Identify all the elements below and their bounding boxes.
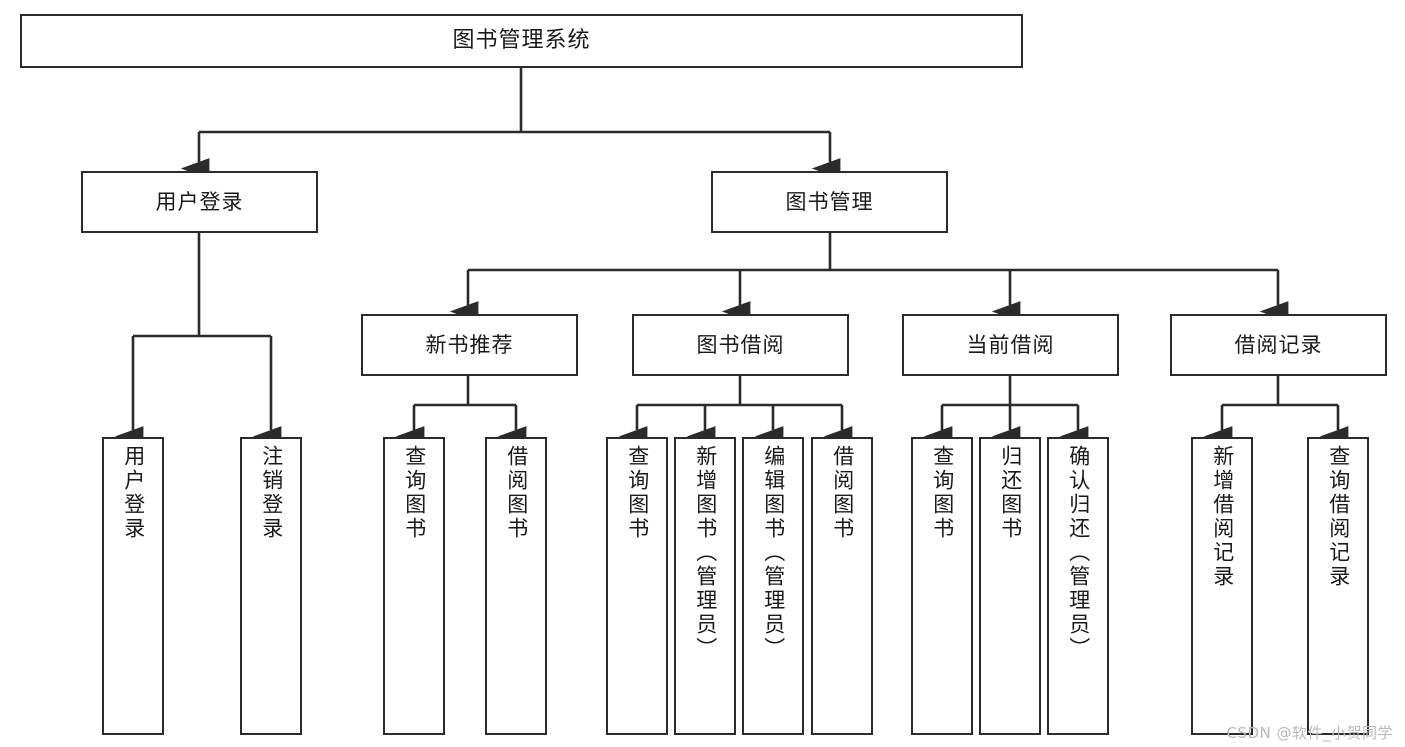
- leaf-recommend-query-book-label: 查询图书: [402, 445, 427, 541]
- node-new-book-recommend[interactable]: 新书推荐: [361, 314, 578, 376]
- leaf-current-return-book[interactable]: 归还图书: [979, 437, 1041, 735]
- node-current-borrow[interactable]: 当前借阅: [902, 314, 1119, 376]
- node-root-label: 图书管理系统: [452, 28, 591, 54]
- leaf-recommend-borrow-book[interactable]: 借阅图书: [485, 437, 547, 735]
- node-user-login[interactable]: 用户登录: [81, 171, 318, 233]
- leaf-borrow-add-book-label: 新增图书（管理员）: [693, 445, 718, 661]
- leaf-user-login-signout[interactable]: 注销登录: [240, 437, 302, 735]
- node-book-management[interactable]: 图书管理: [711, 171, 948, 233]
- node-root[interactable]: 图书管理系统: [20, 14, 1023, 68]
- leaf-record-query-record-label: 查询借阅记录: [1326, 445, 1351, 589]
- leaf-record-query-record[interactable]: 查询借阅记录: [1307, 437, 1369, 735]
- leaf-borrow-query-book[interactable]: 查询图书: [606, 437, 668, 735]
- leaf-user-login-signout-label: 注销登录: [259, 445, 284, 541]
- node-borrow-record-label: 借阅记录: [1234, 332, 1323, 357]
- node-new-book-recommend-label: 新书推荐: [425, 332, 514, 357]
- leaf-borrow-borrow-book[interactable]: 借阅图书: [811, 437, 873, 735]
- leaf-recommend-borrow-book-label: 借阅图书: [504, 445, 529, 541]
- node-book-management-label: 图书管理: [785, 189, 874, 214]
- leaf-current-confirm-return-label: 确认归还（管理员）: [1066, 445, 1091, 661]
- node-current-borrow-label: 当前借阅: [966, 332, 1055, 357]
- leaf-current-query-book[interactable]: 查询图书: [911, 437, 973, 735]
- leaf-borrow-edit-book-label: 编辑图书（管理员）: [761, 445, 786, 661]
- node-book-borrow-label: 图书借阅: [696, 332, 785, 357]
- leaf-user-login-signin[interactable]: 用户登录: [102, 437, 164, 735]
- leaf-borrow-edit-book[interactable]: 编辑图书（管理员）: [742, 437, 804, 735]
- leaf-record-add-record[interactable]: 新增借阅记录: [1191, 437, 1253, 735]
- leaf-current-return-book-label: 归还图书: [998, 445, 1023, 541]
- leaf-borrow-borrow-book-label: 借阅图书: [830, 445, 855, 541]
- leaf-borrow-add-book[interactable]: 新增图书（管理员）: [674, 437, 736, 735]
- leaf-current-query-book-label: 查询图书: [930, 445, 955, 541]
- leaf-record-add-record-label: 新增借阅记录: [1210, 445, 1235, 589]
- leaf-user-login-signin-label: 用户登录: [121, 445, 146, 541]
- csdn-watermark: CSDN @软件_小贺同学: [1226, 724, 1393, 742]
- node-book-borrow[interactable]: 图书借阅: [632, 314, 849, 376]
- node-borrow-record[interactable]: 借阅记录: [1170, 314, 1387, 376]
- leaf-current-confirm-return[interactable]: 确认归还（管理员）: [1047, 437, 1109, 735]
- leaf-recommend-query-book[interactable]: 查询图书: [383, 437, 445, 735]
- leaf-borrow-query-book-label: 查询图书: [625, 445, 650, 541]
- node-user-login-label: 用户登录: [155, 189, 244, 214]
